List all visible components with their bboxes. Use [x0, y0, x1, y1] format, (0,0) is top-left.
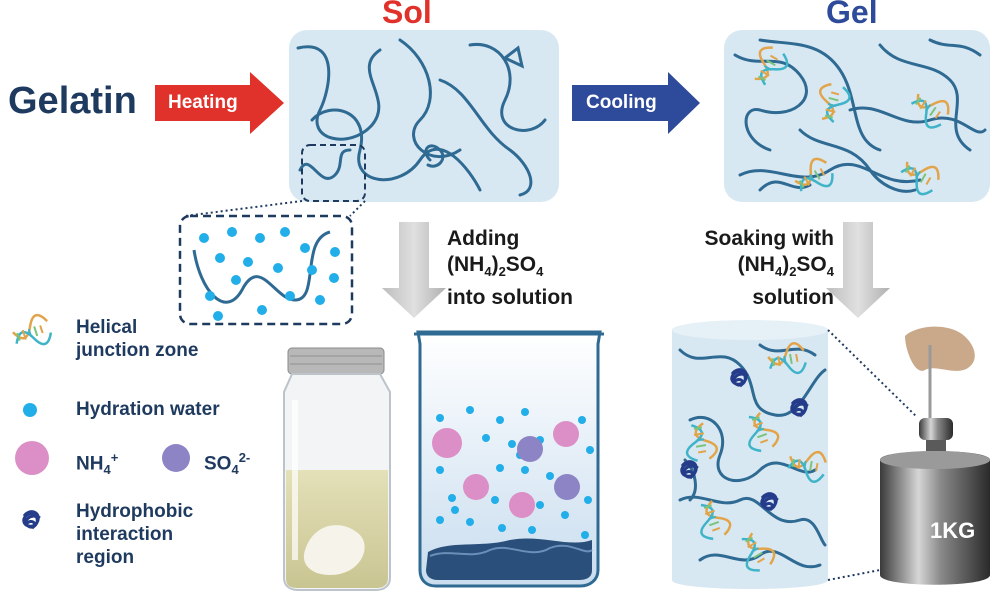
legend-hydrophobic-icon [22, 510, 42, 530]
gel-title: Gel [826, 0, 878, 30]
legend-hydrophobic: Hydrophobic interaction region [76, 500, 193, 569]
soaking-step-text: Soaking with (NH4)2SO4 solution [694, 226, 834, 311]
formula-sub: 4 [484, 264, 492, 280]
legend-hydration: Hydration water [76, 399, 220, 420]
legend-helix-icon [8, 311, 55, 354]
heating-arrow [155, 72, 284, 134]
adding-arrow [382, 222, 446, 318]
adding-step-text: Adding (NH4)2SO4 into solution [447, 226, 573, 311]
legend-helical: Helical junction zone [76, 316, 198, 362]
formula-sub: 4 [826, 264, 834, 280]
legend-helical-line1: Helical [76, 317, 138, 338]
formula-part: SO [505, 253, 537, 276]
soaking-line1: Soaking with [704, 227, 834, 250]
nh4-sup: + [110, 450, 119, 465]
weight-photo [880, 326, 1000, 597]
soaking-formula: (NH4)2SO4 [694, 252, 834, 285]
formula-part: (NH [447, 253, 485, 276]
so4-base: SO [204, 453, 232, 475]
formula-part: ) [782, 253, 790, 276]
legend-hydrophobic-line1: Hydrophobic [76, 501, 194, 522]
cooling-label: Cooling [586, 92, 657, 113]
formula-sub: 2 [498, 264, 506, 280]
legend-helical-line2: junction zone [76, 340, 199, 361]
zoom-inset [178, 214, 354, 326]
sol-title: Sol [382, 0, 432, 30]
zoom-water [199, 227, 340, 321]
adding-formula: (NH4)2SO4 [447, 252, 573, 285]
adding-line3: into solution [447, 286, 573, 310]
formula-part: ) [491, 253, 499, 276]
heating-label: Heating [168, 92, 238, 113]
cooling-arrow [572, 72, 700, 134]
formula-sub: 4 [536, 264, 544, 280]
vial-photo [283, 347, 391, 591]
gel-cylinder [672, 320, 829, 589]
formula-part: SO [796, 253, 827, 276]
soaking-arrow [826, 222, 890, 318]
legend-hydrophobic-line3: region [76, 547, 135, 568]
adding-line1: Adding [447, 227, 520, 250]
nh4-base: NH [76, 453, 104, 475]
legend-hydrophobic-line2: interaction [76, 524, 174, 545]
so4-sub: 4 [231, 462, 239, 478]
weight-label: 1KG [930, 518, 976, 543]
soaking-line3: solution [752, 286, 834, 310]
nh4-sub: 4 [103, 462, 111, 478]
formula-sub: 4 [774, 264, 783, 280]
legend-water-icon [23, 403, 37, 417]
legend-nh4-icon [15, 441, 49, 475]
beaker [414, 330, 604, 588]
beaker-ions [432, 421, 580, 518]
legend-nh4: NH4+ [76, 446, 118, 481]
formula-part: (NH [737, 253, 775, 276]
legend-so4-icon [162, 444, 190, 472]
beaker-water [436, 406, 594, 539]
sol-chains [296, 38, 547, 197]
formula-sub: 2 [789, 264, 797, 280]
so4-sup: 2- [238, 450, 251, 465]
gelatin-title: Gelatin [8, 80, 137, 122]
zoom-region [301, 144, 366, 202]
legend-so4: SO42- [204, 446, 250, 481]
